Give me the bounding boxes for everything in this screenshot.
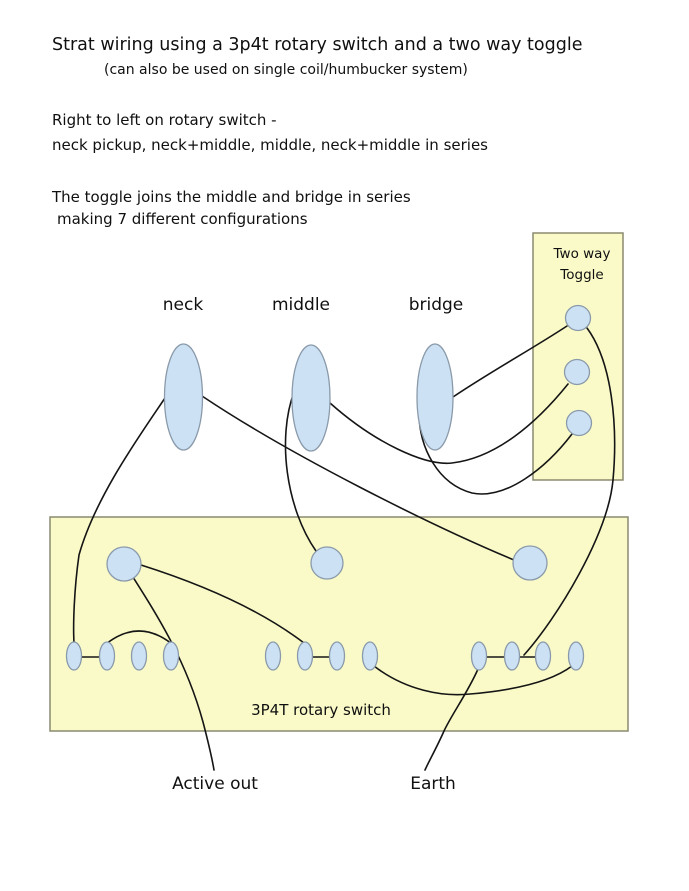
wire-bridge-to-toggle-bottom-lug	[418, 411, 573, 495]
rotary-contact-g2-3	[328, 641, 346, 671]
rotary-contact-g3-4	[567, 641, 585, 671]
note-rotary-order-detail: neck pickup, neck+middle, middle, neck+m…	[52, 136, 488, 154]
wire-pole1-to-group2-contact	[140, 564, 305, 644]
rotary-contact-g2-4	[361, 641, 379, 671]
rotary-pole-1	[106, 546, 142, 582]
toggle-label-line1: Two way	[553, 246, 611, 262]
wire-bridge-to-toggle-top-lug	[452, 325, 568, 398]
toggle-label-line2: Toggle	[560, 267, 604, 283]
rotary-contact-g1-4	[162, 641, 180, 671]
rotary-switch-label: 3P4T rotary switch	[251, 701, 391, 719]
note-rotary-order-heading: Right to left on rotary switch -	[52, 111, 277, 129]
page-subtitle: (can also be used on single coil/humbuck…	[104, 62, 468, 78]
rotary-contact-g3-3	[534, 641, 552, 671]
toggle-lug-middle	[563, 358, 591, 386]
neck-pickup	[163, 343, 204, 451]
rotary-switch-box	[49, 516, 629, 732]
wire-neck-to-rotary-contact	[72, 397, 166, 644]
rotary-contact-g1-2	[98, 641, 116, 671]
wire-group2-to-group3	[373, 665, 573, 696]
middle-pickup	[291, 344, 331, 452]
rotary-contact-g3-2	[503, 641, 521, 671]
toggle-lug-bottom	[565, 409, 593, 437]
page-title: Strat wiring using a 3p4t rotary switch …	[52, 35, 583, 55]
bridge-pickup	[416, 343, 454, 451]
wire-toggle-top-lug-to-rotary-group3	[523, 327, 616, 656]
wire-group1-arc	[105, 630, 173, 645]
note-toggle-function: The toggle joins the middle and bridge i…	[52, 188, 411, 206]
toggle-lug-top	[564, 304, 592, 332]
wire-neck-to-pole3	[201, 395, 515, 561]
wire-group3-to-earth	[424, 668, 479, 771]
note-configurations: making 7 different configurations	[57, 210, 308, 228]
toggle-switch-box	[532, 232, 624, 481]
rotary-contact-g1-3	[130, 641, 148, 671]
rotary-contact-g2-2	[296, 641, 314, 671]
rotary-pole-2	[310, 546, 344, 580]
rotary-contact-g3-1	[470, 641, 488, 671]
wire-middle-to-pole2	[284, 391, 317, 552]
wire-middle-to-toggle-middle-lug	[329, 383, 569, 465]
middle-pickup-label: middle	[271, 295, 331, 315]
neck-pickup-label: neck	[162, 295, 204, 315]
rotary-contact-g2-1	[264, 641, 282, 671]
bridge-pickup-label: bridge	[408, 295, 464, 315]
active-out-label: Active out	[172, 774, 258, 794]
rotary-pole-3	[512, 545, 548, 581]
rotary-contact-g1-1	[65, 641, 83, 671]
wire-pole1-to-active-out	[130, 573, 215, 771]
earth-label: Earth	[410, 774, 456, 794]
